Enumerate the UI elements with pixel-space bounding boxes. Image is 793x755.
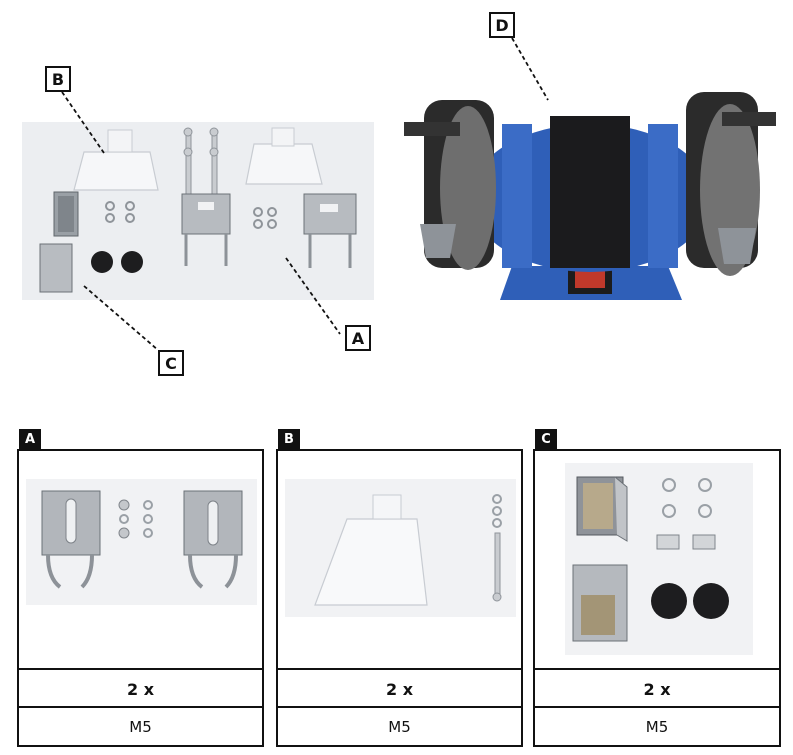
parts-overview-photo [22,122,374,300]
panel-a-size: M5 [19,706,262,746]
panel-b: 2 x M5 [276,449,523,747]
panel-a: 2 x M5 [17,449,264,747]
parts-overview-illustration [39,127,357,293]
panel-c: 2 x M5 [533,449,781,747]
panel-b-size: M5 [278,706,521,746]
bench-grinder-photo [400,78,785,310]
tool-rest-parts-illustration [572,476,729,642]
callout-b: B [45,66,71,92]
panel-c-quantity: 2 x [535,668,779,708]
callout-c: C [158,350,184,376]
callout-d: D [489,12,515,38]
panel-a-tag: A [19,429,41,449]
panel-c-tag: C [535,429,557,449]
brackets-with-screws-illustration [41,490,243,589]
panel-b-tag: B [278,429,300,449]
callout-a: A [345,325,371,351]
eye-shield-illustration [314,494,502,606]
panel-a-quantity: 2 x [19,668,262,708]
panel-b-photo [285,479,516,617]
panel-c-size: M5 [535,706,779,746]
panel-b-quantity: 2 x [278,668,521,708]
panel-a-photo [26,479,257,605]
panel-c-photo [565,463,753,655]
bench-grinder-illustration [404,92,776,300]
